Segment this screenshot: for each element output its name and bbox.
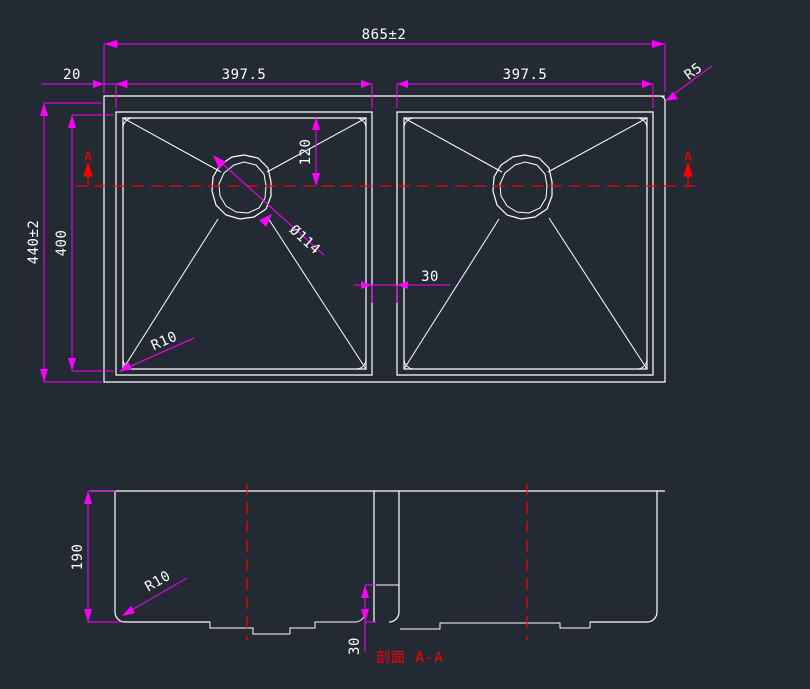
- dim-divider-height-label: 30: [347, 637, 363, 655]
- top-view-left-bowl: [115, 111, 373, 376]
- section-marker-label-right: A: [684, 150, 692, 165]
- top-view-right-bowl: [396, 111, 654, 376]
- dim-drain-offset: 120: [298, 117, 320, 186]
- dim-drain-offset-label: 120: [298, 139, 314, 166]
- dim-drain-diameter-label: Ø114: [286, 222, 323, 258]
- section-marker-label-left: A: [84, 150, 92, 165]
- dim-left-edge-offset-label: 20: [63, 67, 81, 83]
- dim-inner-corner-radius-topview-label: R10: [149, 329, 180, 355]
- top-view-outer-body: [103, 95, 666, 383]
- dim-outer-corner-radius: R5: [665, 60, 713, 101]
- dim-divider-height: 30: [347, 584, 376, 655]
- dim-overall-width: 865±2: [103, 27, 666, 92]
- dim-overall-height: 440±2: [26, 102, 102, 383]
- dim-outer-corner-radius-label: R5: [682, 60, 706, 83]
- dim-divider-width: 30: [354, 269, 450, 303]
- dim-left-edge-offset: 20: [42, 67, 127, 108]
- dim-section-corner-radius-label: R10: [142, 568, 173, 595]
- dim-right-bowl-width: 397.5: [396, 67, 654, 108]
- dim-section-corner-radius: R10: [122, 568, 188, 616]
- dim-overall-width-label: 865±2: [362, 27, 407, 43]
- dim-bowl-depth: 190: [70, 490, 122, 623]
- section-marker-a-right: A: [683, 150, 693, 186]
- dim-left-bowl-width-label: 397.5: [222, 67, 267, 83]
- section-view-label: 剖面 A-A: [376, 650, 444, 666]
- dim-bowl-depth-label: 190: [70, 544, 86, 571]
- dim-overall-height-label: 440±2: [26, 220, 42, 265]
- dim-bowl-inner-height: 400: [54, 114, 114, 372]
- dim-inner-corner-radius-topview: R10: [119, 329, 195, 372]
- section-marker-a-left: A: [83, 150, 93, 186]
- dim-left-bowl-width: 397.5: [116, 67, 373, 108]
- dim-divider-width-label: 30: [421, 269, 439, 285]
- dim-bowl-inner-height-label: 400: [54, 230, 70, 257]
- section-view-geometry: [90, 490, 665, 635]
- section-cut-lines: [246, 483, 528, 640]
- dim-right-bowl-width-label: 397.5: [503, 67, 548, 83]
